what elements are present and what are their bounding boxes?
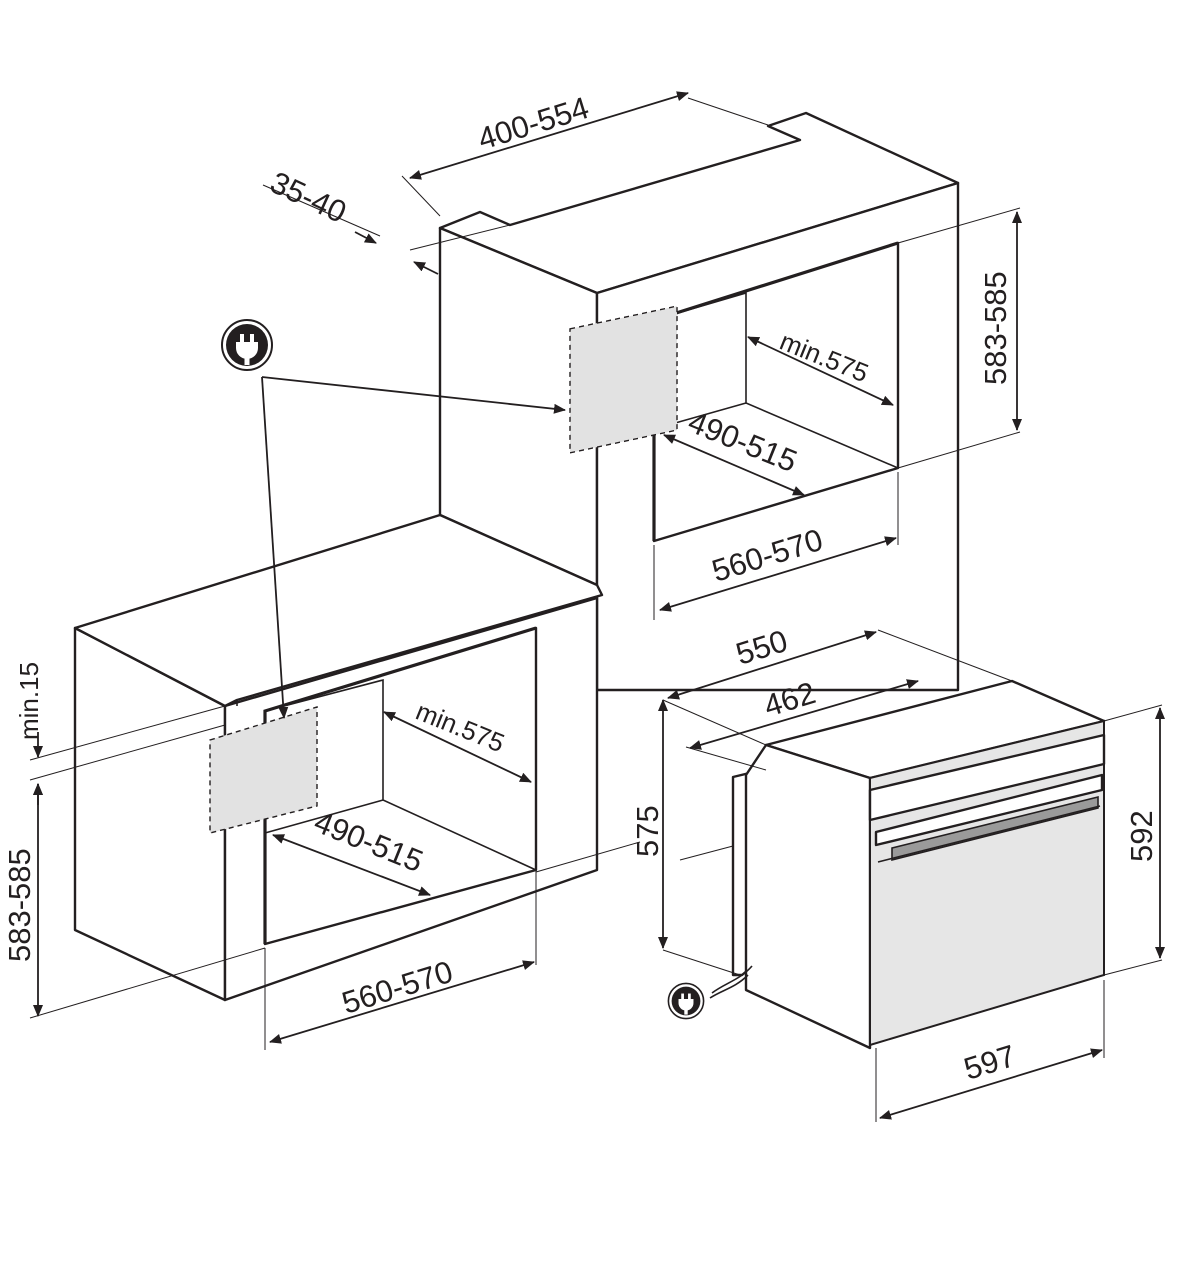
dim-oven-depth-body (689, 679, 919, 750)
pointer-counter-socket (261, 376, 289, 719)
counter-niche-back (264, 678, 537, 871)
dim-counter-inner-depth (272, 834, 431, 896)
oven-door-handle (891, 795, 1099, 862)
built-in-oven (709, 679, 1106, 1050)
dim-counter-width (269, 960, 535, 1044)
label-counter-clearance: min.15 (14, 662, 44, 740)
dim-counter-niche-depth (383, 711, 532, 783)
label-oven-front-height: 592 (1124, 810, 1159, 862)
label-oven-height: 575 (630, 805, 665, 857)
pointer-column-socket (261, 376, 566, 414)
oven-cable-2 (711, 965, 753, 994)
dim-gap-a (354, 231, 377, 244)
label-counter-width: 560-570 (338, 954, 457, 1021)
dim-gap-b (413, 261, 439, 275)
dim-column-inner-depth (663, 434, 805, 496)
oven-control-panel (868, 733, 1106, 822)
dim-column-niche-depth (747, 336, 894, 406)
label-column-depth: 400-554 (474, 90, 593, 157)
oven-cable (709, 974, 749, 999)
power-plug-icon (667, 982, 705, 1020)
label-oven-width: 597 (960, 1038, 1020, 1087)
oven-door-top (874, 773, 1104, 847)
dim-column-depth (409, 91, 689, 180)
power-plug-icon (221, 319, 273, 371)
oven-side (744, 743, 872, 1050)
label-column-gap: 35-40 (265, 165, 352, 230)
counter-niche-frame (263, 626, 537, 944)
dimension-arrows (33, 91, 1165, 1120)
counter-niche-floor (264, 799, 384, 834)
dim-column-width (659, 536, 897, 612)
label-column-height: 583-585 (978, 271, 1013, 385)
dim-oven-width (879, 1048, 1103, 1120)
oven-door-line (877, 805, 1101, 863)
column-socket-zone (569, 305, 678, 454)
extension-lines (29, 97, 1163, 1122)
label-counter-height: 583-585 (2, 848, 37, 962)
